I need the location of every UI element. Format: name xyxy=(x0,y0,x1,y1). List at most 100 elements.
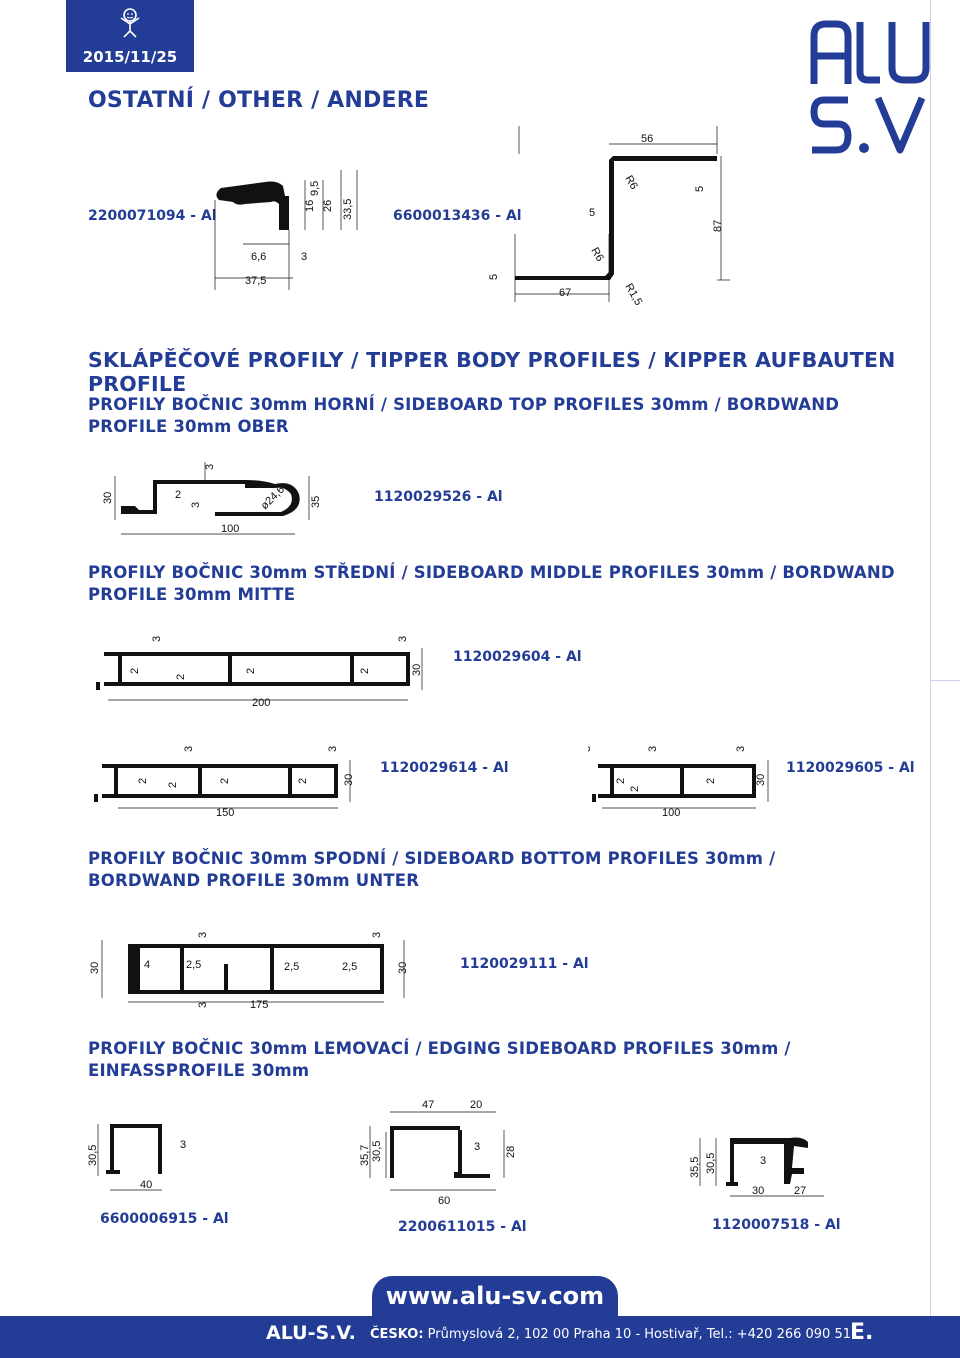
dimension-label: 35,5 xyxy=(689,1157,701,1178)
product-code-6600013436: 6600013436 - Al xyxy=(393,208,522,224)
dimension-label: 30 xyxy=(397,962,409,974)
profile-drawing-1120029614: 3 3 2 2 2 2 30 150 xyxy=(94,746,355,819)
dimension-label: 2 xyxy=(175,674,187,680)
profile-drawing-6600013436: 56 R6 5 5 87 R6 5 67 R1,5 xyxy=(488,126,730,308)
dimension-label: 3 xyxy=(204,464,216,470)
product-code-2200071094: 2200071094 - Al xyxy=(88,208,217,224)
dimension-label: 2 xyxy=(297,778,309,784)
product-code-1120029605: 1120029605 - Al xyxy=(786,760,915,776)
dimension-label: 2,5 xyxy=(284,961,299,973)
dimension-label: 5 xyxy=(694,186,706,192)
dimension-label: 2 xyxy=(129,668,141,674)
dimension-label: 26 xyxy=(322,200,334,212)
dimension-label: 200 xyxy=(252,697,270,709)
dimension-label: 2 xyxy=(137,778,149,784)
section-title-bottom-line2: BORDWAND PROFILE 30mm UNTER xyxy=(88,871,420,890)
dimension-label: 3 xyxy=(301,251,307,263)
profile-drawing-1120029526: 3 30 2 3 ø24,6 35 100 xyxy=(102,462,322,535)
website-link[interactable]: www.alu-sv.com xyxy=(372,1276,618,1316)
section-title-middle-line1: PROFILY BOČNIC 30mm STŘEDNÍ / SIDEBOARD … xyxy=(88,563,895,582)
dimension-label: 175 xyxy=(250,999,268,1011)
dimension-label: 30,5 xyxy=(705,1153,717,1174)
dimension-label: 30 xyxy=(752,1185,764,1197)
dimension-label: 3 xyxy=(397,636,409,642)
product-code-1120029526: 1120029526 - Al xyxy=(374,489,503,505)
dimension-label: 47 xyxy=(422,1099,434,1111)
product-code-2200611015: 2200611015 - Al xyxy=(398,1219,527,1235)
dimension-label: 3 xyxy=(647,746,659,752)
dimension-label: 37,5 xyxy=(245,275,266,287)
dimension-label: 87 xyxy=(712,220,724,232)
dimension-label: 2 xyxy=(167,782,179,788)
dimension-label: 3 xyxy=(190,502,202,508)
dimension-label: 4 xyxy=(144,959,150,971)
footer-mark: E. xyxy=(850,1320,874,1345)
section-title-edging-line2: EINFASSPROFILE 30mm xyxy=(88,1061,310,1080)
footer-address-label: ČESKO: xyxy=(370,1327,424,1342)
dimension-label: 3 xyxy=(735,746,747,752)
profile-drawing-2200611015: 47 20 35,7 30,5 3 28 60 xyxy=(359,1099,517,1207)
dimension-label: 6,6 xyxy=(251,251,266,263)
dimension-label: 2,5 xyxy=(186,959,201,971)
dimension-label: 40 xyxy=(140,1179,152,1191)
dimension-label: 3 xyxy=(180,1139,186,1151)
dimension-label: 28 xyxy=(505,1146,517,1158)
profile-drawing-6600006915: 30,5 3 40 xyxy=(87,1124,186,1191)
dimension-label: 3 xyxy=(183,746,195,752)
product-code-1120029604: 1120029604 - Al xyxy=(453,649,582,665)
dimension-label: 30 xyxy=(411,664,423,676)
dimension-label: 35 xyxy=(310,496,322,508)
dimension-label: 2 xyxy=(245,668,257,674)
section-title-middle-line2: PROFILE 30mm MITTE xyxy=(88,585,296,604)
dimension-label: 3 xyxy=(371,932,383,938)
header-date: 2015/11/25 xyxy=(82,48,178,66)
dimension-label: 20 xyxy=(470,1099,482,1111)
dimension-label: 3 xyxy=(474,1141,480,1153)
product-code-6600006915: 6600006915 - Al xyxy=(100,1211,229,1227)
dimension-label: 35,7 xyxy=(359,1145,371,1166)
mascot-icon xyxy=(120,8,140,38)
section-title-top-line1: PROFILY BOČNIC 30mm HORNÍ / SIDEBOARD TO… xyxy=(88,395,840,414)
section-title-top-line2: PROFILE 30mm OBER xyxy=(88,417,289,436)
dimension-label: R1,5 xyxy=(622,282,644,308)
dimension-label: 5 xyxy=(488,274,500,280)
product-code-1120029614: 1120029614 - Al xyxy=(380,760,509,776)
footer-bar xyxy=(0,1316,960,1358)
dimension-label: 3 xyxy=(327,746,339,752)
footer-address: ČESKO: Průmyslová 2, 102 00 Praha 10 - H… xyxy=(370,1327,859,1342)
dimension-label: 30 xyxy=(102,492,114,504)
dimension-label: 2 xyxy=(705,778,717,784)
profile-drawing-1120029605: 3 3 3 2 2 2 30 100 xyxy=(588,746,769,819)
section-title-edging-line1: PROFILY BOČNIC 30mm LEMOVACÍ / EDGING SI… xyxy=(88,1039,791,1058)
page-edge-line xyxy=(930,0,931,1358)
dimension-label: 60 xyxy=(438,1195,450,1207)
footer-brand: ALU-S.V. xyxy=(266,1322,356,1344)
edge-tick xyxy=(930,680,960,681)
dimension-label: 30,5 xyxy=(87,1145,99,1166)
dimension-label: 33,5 xyxy=(342,199,354,220)
dimension-label: 30 xyxy=(89,962,101,974)
section-title-bottom-line1: PROFILY BOČNIC 30mm SPODNÍ / SIDEBOARD B… xyxy=(88,849,776,868)
dimension-label: 3 xyxy=(151,636,163,642)
dimension-label: 5 xyxy=(589,207,595,219)
dimension-label: 2 xyxy=(629,786,641,792)
dimension-label: 3 xyxy=(197,932,209,938)
dimension-label: 30 xyxy=(755,774,767,786)
dimension-label: 56 xyxy=(641,133,653,145)
dimension-label: 2 xyxy=(219,778,231,784)
dimension-label: 2,5 xyxy=(342,961,357,973)
profile-drawing-1120029111: 3 3 30 4 2,5 2,5 2,5 30 3 175 xyxy=(89,932,409,1011)
dimension-label: 2 xyxy=(359,668,371,674)
dimension-label: 16 xyxy=(304,200,316,212)
dimension-label: 3 xyxy=(197,1002,209,1008)
dimension-label: 3 xyxy=(760,1155,766,1167)
header-date-box xyxy=(66,0,194,72)
dimension-label: 67 xyxy=(559,287,571,299)
dimension-label: 2 xyxy=(615,778,627,784)
dimension-label: R6 xyxy=(588,246,605,264)
dimension-label: 30,5 xyxy=(371,1141,383,1162)
dimension-label: 30 xyxy=(343,774,355,786)
dimension-label: 3 xyxy=(588,746,593,752)
dimension-label: 150 xyxy=(216,807,234,819)
profile-drawing-1120007518: 35,5 30,5 3 30 27 xyxy=(689,1137,824,1197)
